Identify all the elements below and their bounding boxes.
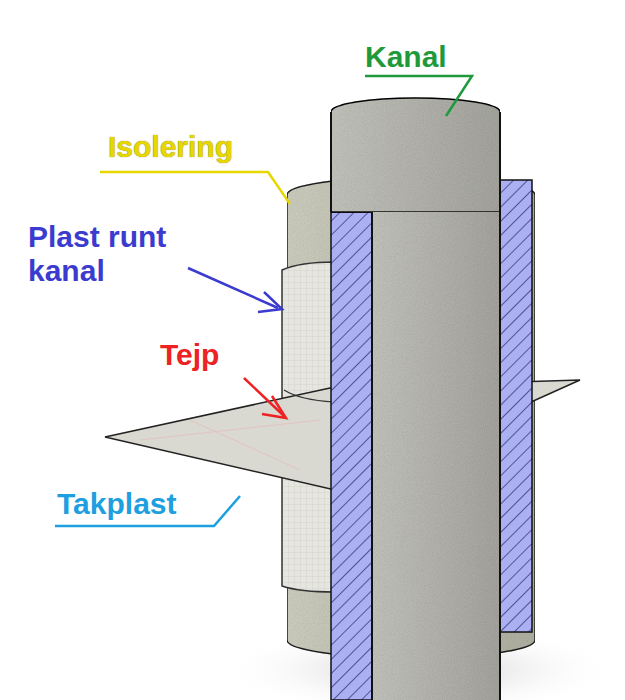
part-label: Isolering: [108, 130, 278, 164]
part-label: Takplast: [57, 487, 227, 521]
part-label: Tejp: [160, 338, 260, 372]
part-label: Kanal: [365, 40, 505, 74]
part-label: Plast runt kanal: [28, 220, 208, 288]
